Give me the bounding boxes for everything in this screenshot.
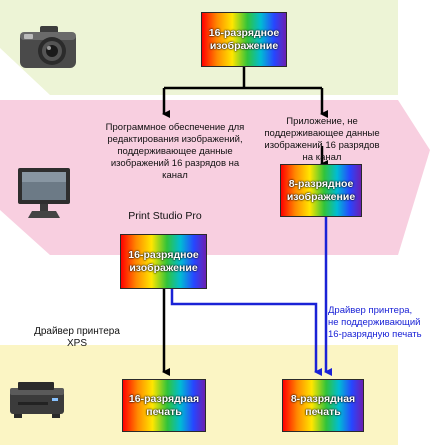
app-8bit-label: Приложение, не поддерживающее данные изо… <box>264 116 380 163</box>
image-16bit-ps-box: 16-разрядное изображение <box>120 234 207 289</box>
image-16bit-ps-label: 16-разрядное изображение <box>128 248 199 274</box>
camera-icon <box>20 26 76 68</box>
print-16bit-label: 16-разрядная печать <box>128 392 200 418</box>
print-8bit-box: 8-разрядная печать <box>282 379 364 432</box>
driver-xps-label: Драйвер принтера XPS <box>34 326 120 349</box>
print-studio-label: Print Studio Pro <box>128 210 202 222</box>
camera-band <box>0 0 398 95</box>
image-8bit-label: 8-разрядное изображение <box>286 177 356 203</box>
arrow-image16-to-print8 <box>170 289 322 376</box>
arrow-source-split <box>164 67 322 90</box>
source-image-label: 16-разрядное изображение <box>208 26 280 52</box>
source-image-box: 16-разрядное изображение <box>201 12 287 67</box>
printer-icon <box>10 382 64 418</box>
print-8bit-label: 8-разрядная печать <box>290 392 356 418</box>
monitor-icon <box>18 168 70 218</box>
app-16bit-label: Программное обеспечение для редактирован… <box>105 122 245 181</box>
image-8bit-box: 8-разрядное изображение <box>280 164 362 217</box>
print-16bit-box: 16-разрядная печать <box>122 379 206 432</box>
driver-8bit-label: Драйвер принтера, не поддерживающий 16-р… <box>328 305 422 340</box>
